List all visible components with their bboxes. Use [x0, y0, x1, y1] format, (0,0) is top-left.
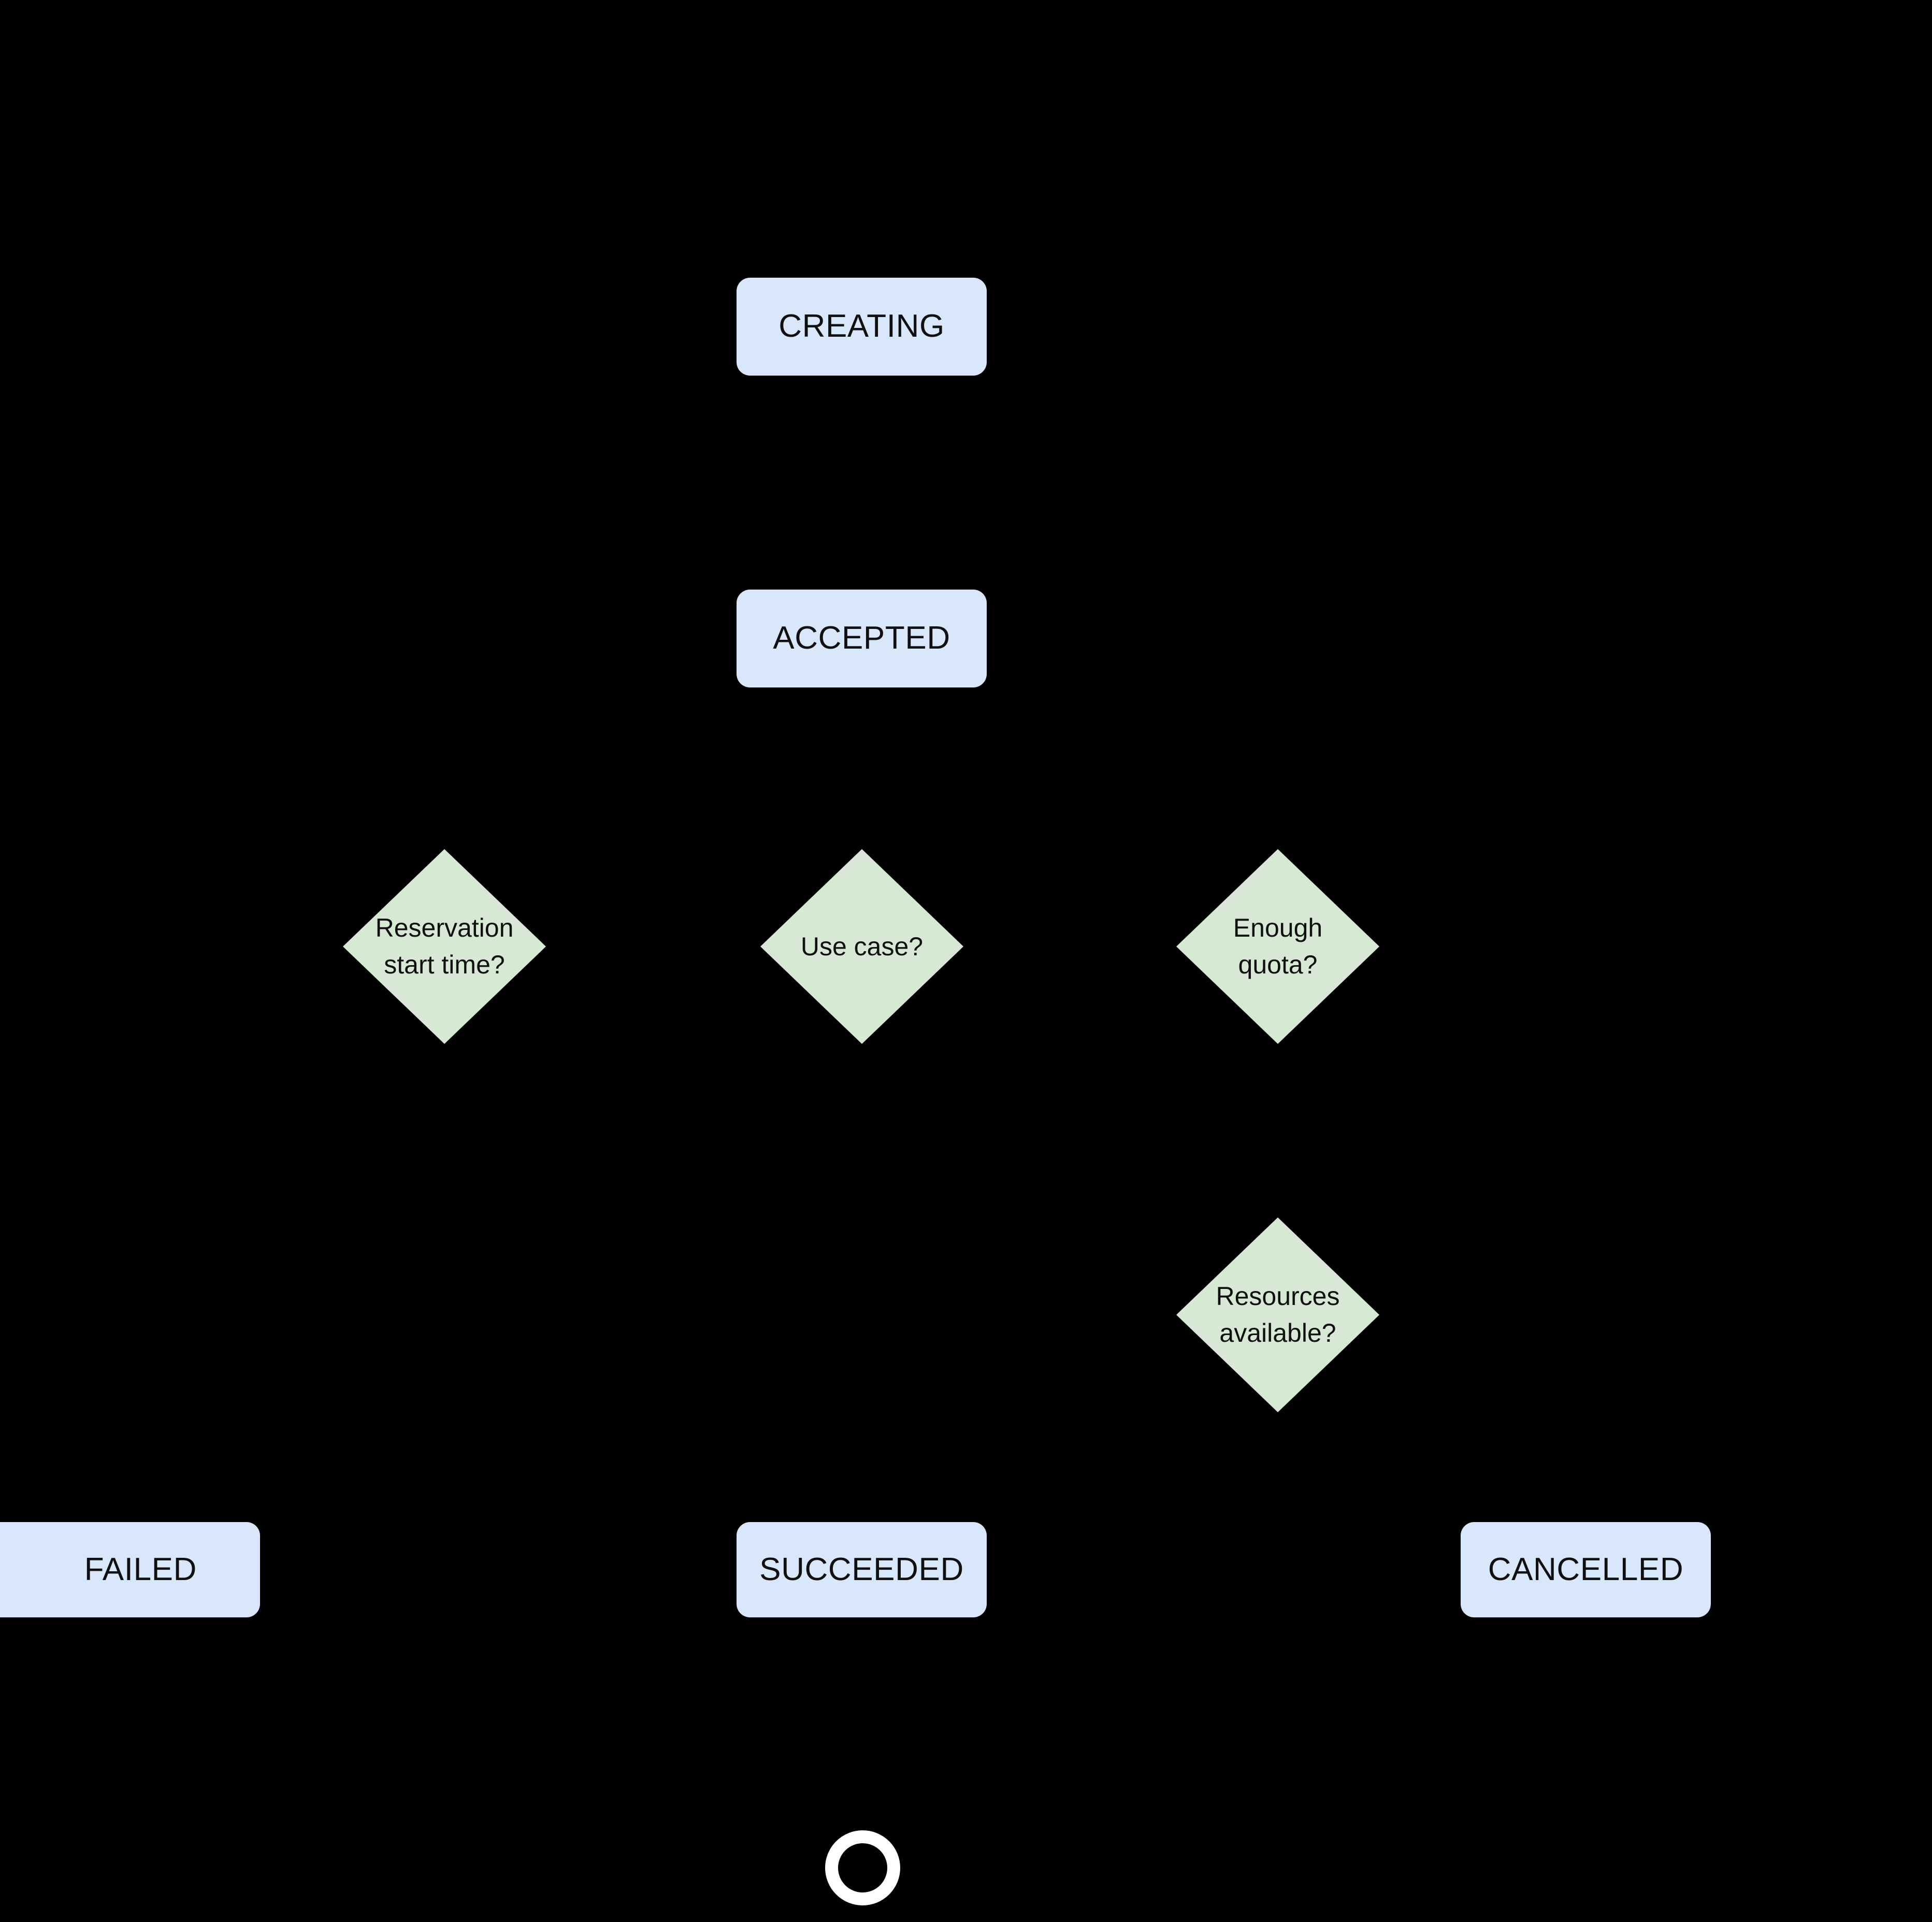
state-label-accepted: ACCEPTED [773, 620, 950, 656]
state-label-succeeded: SUCCEEDED [759, 1551, 964, 1587]
state-node-failed[interactable]: FAILED [0, 1522, 260, 1617]
end-node-circle[interactable] [825, 1830, 900, 1905]
state-label-creating: CREATING [778, 308, 945, 345]
state-label-failed: FAILED [84, 1551, 197, 1587]
decision-node-use-case[interactable]: Use case? [760, 849, 963, 1044]
state-node-succeeded[interactable]: SUCCEEDED [737, 1522, 987, 1617]
decision-node-enough-quota[interactable]: Enough quota? [1176, 849, 1379, 1044]
decision-label-enough-quota: Enough quota? [1233, 913, 1323, 979]
decision-node-resources-available[interactable]: Resources available? [1176, 1217, 1379, 1412]
decision-node-reservation-start-time[interactable]: Reservation start time? [343, 849, 546, 1044]
decision-label-use-case: Use case? [800, 931, 924, 961]
state-node-creating[interactable]: CREATING [737, 278, 987, 376]
decision-label-reservation-start-time: Reservation start time? [375, 913, 514, 979]
state-label-cancelled: CANCELLED [1488, 1551, 1684, 1587]
state-node-cancelled[interactable]: CANCELLED [1461, 1522, 1711, 1617]
decision-label-resources-available: Resources available? [1216, 1282, 1340, 1347]
state-node-accepted[interactable]: ACCEPTED [737, 590, 987, 687]
